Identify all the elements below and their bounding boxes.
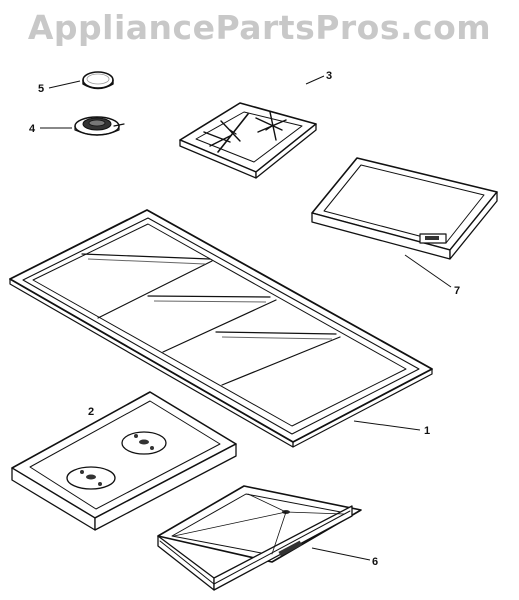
callout-7: 7: [454, 285, 460, 297]
part-7-griddle[interactable]: [311, 157, 498, 260]
part-6-burner-box[interactable]: [157, 485, 362, 591]
callout-3: 3: [326, 70, 332, 82]
leader-lines: [40, 75, 452, 561]
callout-1: 1: [424, 425, 430, 437]
part-5-burner-cap[interactable]: [82, 71, 114, 90]
callout-6: 6: [372, 556, 378, 568]
part-1-frame[interactable]: [9, 209, 433, 448]
watermark-text: AppliancePartsPros.com: [27, 8, 492, 47]
callout-4: 4: [29, 123, 36, 135]
callout-5: 5: [38, 83, 44, 95]
part-3-grate[interactable]: [179, 102, 317, 179]
part-4-burner-base[interactable]: [74, 116, 125, 136]
part-2-drip-pan[interactable]: [11, 391, 237, 531]
callout-2: 2: [88, 406, 94, 418]
